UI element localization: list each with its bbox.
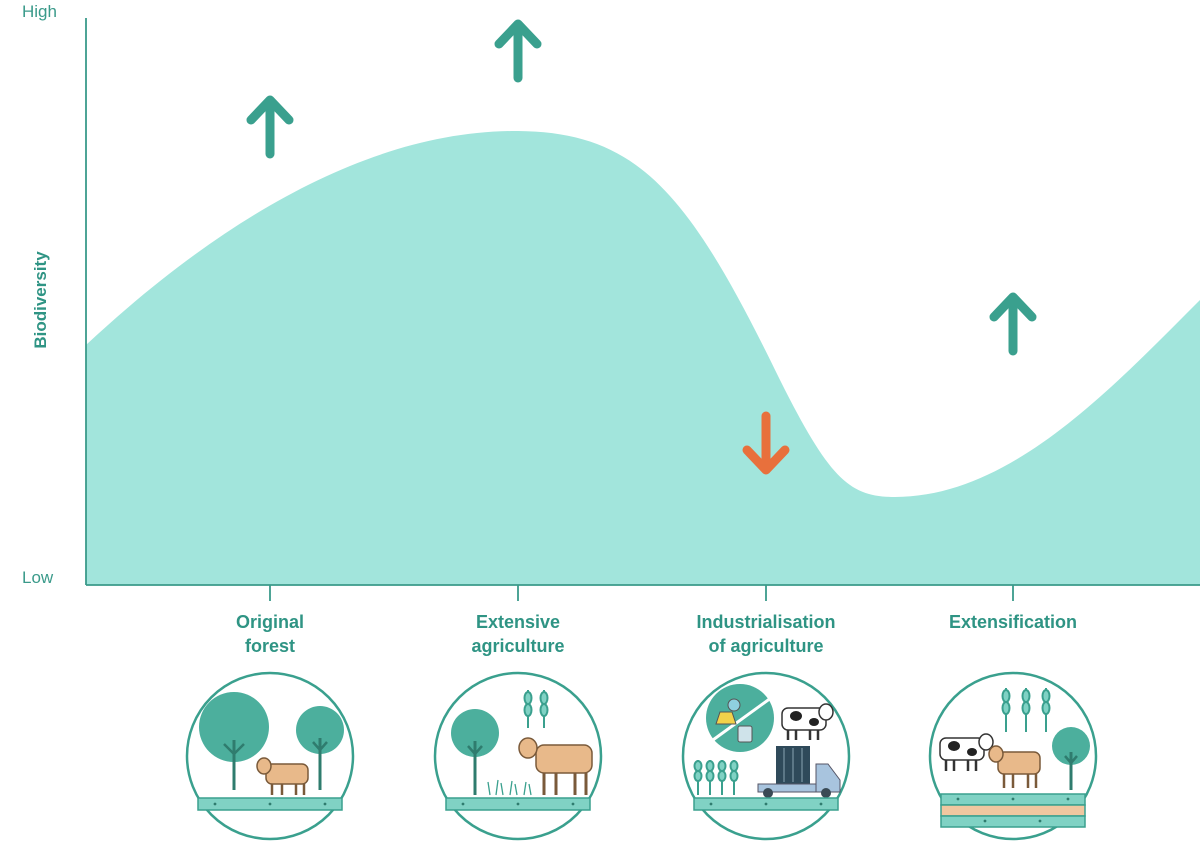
stage-label-line: Original <box>235 612 304 632</box>
forest-scene-icon <box>185 671 355 841</box>
y-axis-high-label: High <box>22 2 57 21</box>
stage-label-industrialisation: Industrialisation of agriculture <box>666 610 866 658</box>
arrow-up-icon <box>989 292 1037 356</box>
arrow-up-icon <box>494 19 542 83</box>
y-axis-low-label: Low <box>22 568 54 587</box>
stage-label-line: Extensification <box>948 612 1078 632</box>
stage-label-line: agriculture <box>471 636 565 656</box>
stage-label-line: Extensive <box>475 612 561 632</box>
arrow-up-icon <box>246 95 294 159</box>
stage-label-line: of agriculture <box>708 636 824 656</box>
stage-label-extensification: Extensification <box>913 610 1113 634</box>
biodiversity-area <box>86 130 1200 585</box>
extensive-farm-scene-icon <box>433 671 603 841</box>
stage-label-extensive-agriculture: Extensive agriculture <box>418 610 618 658</box>
arrow-down-icon <box>742 411 790 475</box>
y-axis-title: Biodiversity <box>31 251 50 349</box>
industrial-farm-scene-icon <box>681 671 851 841</box>
stage-label-original-forest: Original forest <box>170 610 370 658</box>
extensified-farm-scene-icon <box>928 671 1098 841</box>
stage-label-line: Industrialisation <box>696 612 836 632</box>
stage-label-line: forest <box>244 636 295 656</box>
